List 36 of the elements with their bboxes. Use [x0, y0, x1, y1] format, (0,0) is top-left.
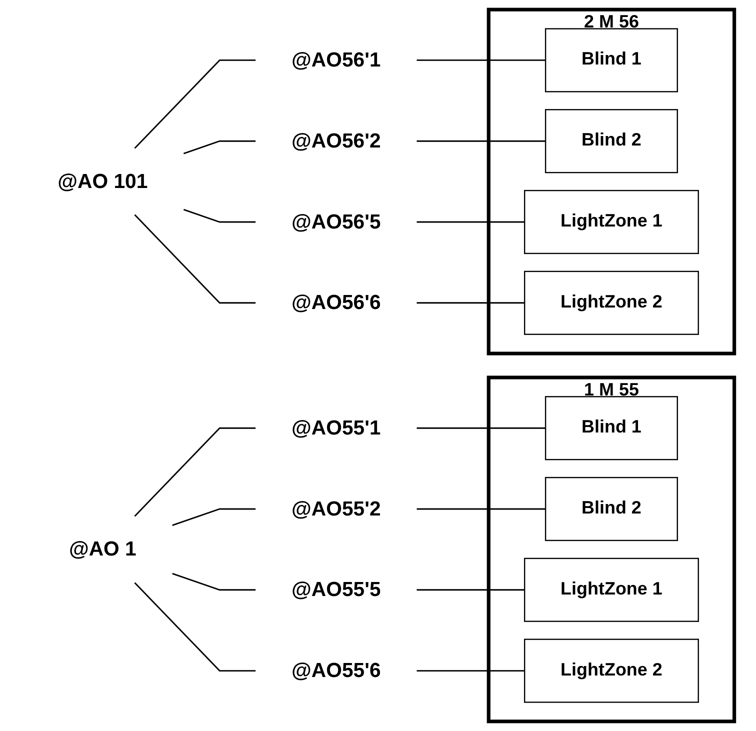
connector [416, 60, 546, 61]
node-box [524, 190, 699, 254]
connector [183, 140, 256, 154]
node-text: @AO56'1 [292, 48, 381, 72]
node-text: @AO55'1 [292, 416, 381, 440]
cluster [486, 8, 736, 356]
node-box [524, 270, 699, 335]
connector [172, 572, 256, 591]
connector [134, 582, 256, 672]
connector [416, 221, 525, 223]
connector [134, 214, 256, 304]
node-text: @AO55'6 [292, 659, 381, 682]
node-text: @AO 101 [58, 170, 148, 193]
node-box [544, 109, 678, 174]
node-box [544, 396, 678, 460]
connector [416, 508, 546, 510]
connector [183, 208, 256, 223]
node-box [524, 638, 699, 703]
node-box [524, 558, 699, 622]
node-text: @AO56'2 [292, 129, 381, 152]
node-text: @AO 1 [68, 538, 136, 561]
connector [416, 589, 525, 591]
connector [416, 427, 546, 429]
node-box [544, 476, 678, 542]
connector [172, 508, 256, 526]
node-text: @AO55'2 [292, 497, 381, 520]
connector [134, 60, 256, 149]
node-text: @AO55'5 [292, 578, 381, 601]
cluster [486, 376, 736, 724]
connector [416, 670, 525, 672]
node-text: @AO56'5 [292, 210, 381, 234]
node-text: @AO56'6 [292, 291, 381, 314]
connector [416, 302, 525, 304]
node-box [544, 28, 678, 92]
connector [416, 140, 546, 142]
connector [134, 427, 256, 517]
